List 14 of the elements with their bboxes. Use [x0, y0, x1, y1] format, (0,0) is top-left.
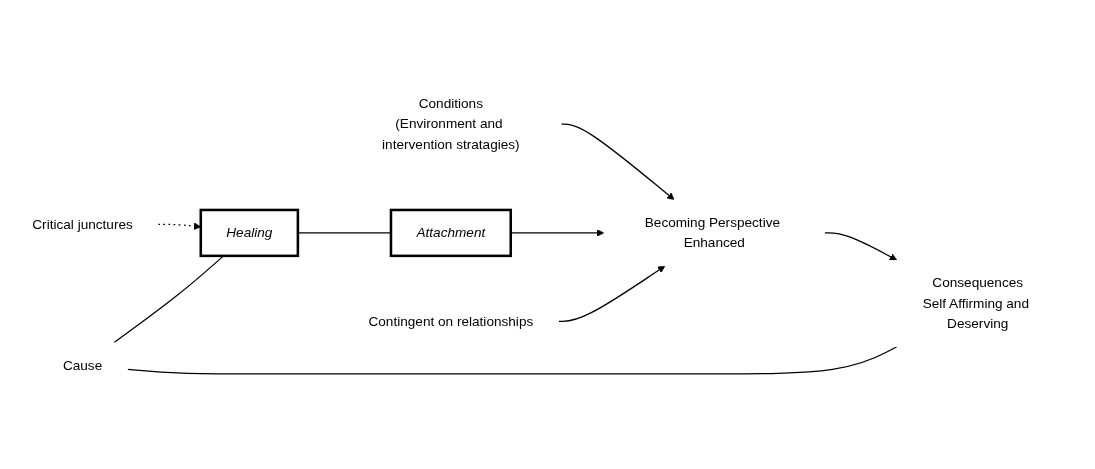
node-text: Critical junctures [32, 216, 133, 232]
node-text: Becoming Perspective Enhanced [644, 214, 781, 250]
arrow [558, 265, 666, 322]
connector [113, 255, 225, 344]
connector [127, 346, 898, 375]
node-text: Consequences Self Affirming and Deserving [922, 275, 1029, 331]
arrow [824, 232, 898, 261]
node-text: Cause [62, 357, 103, 373]
arrow [560, 123, 675, 200]
node-box: Attachment [389, 208, 512, 257]
node-text: Conditions (Environment and intervention stratagies) [382, 95, 520, 152]
arrow [510, 229, 605, 237]
node-box: Healing [199, 208, 300, 257]
node-text: Contingent on relationships [368, 313, 534, 328]
